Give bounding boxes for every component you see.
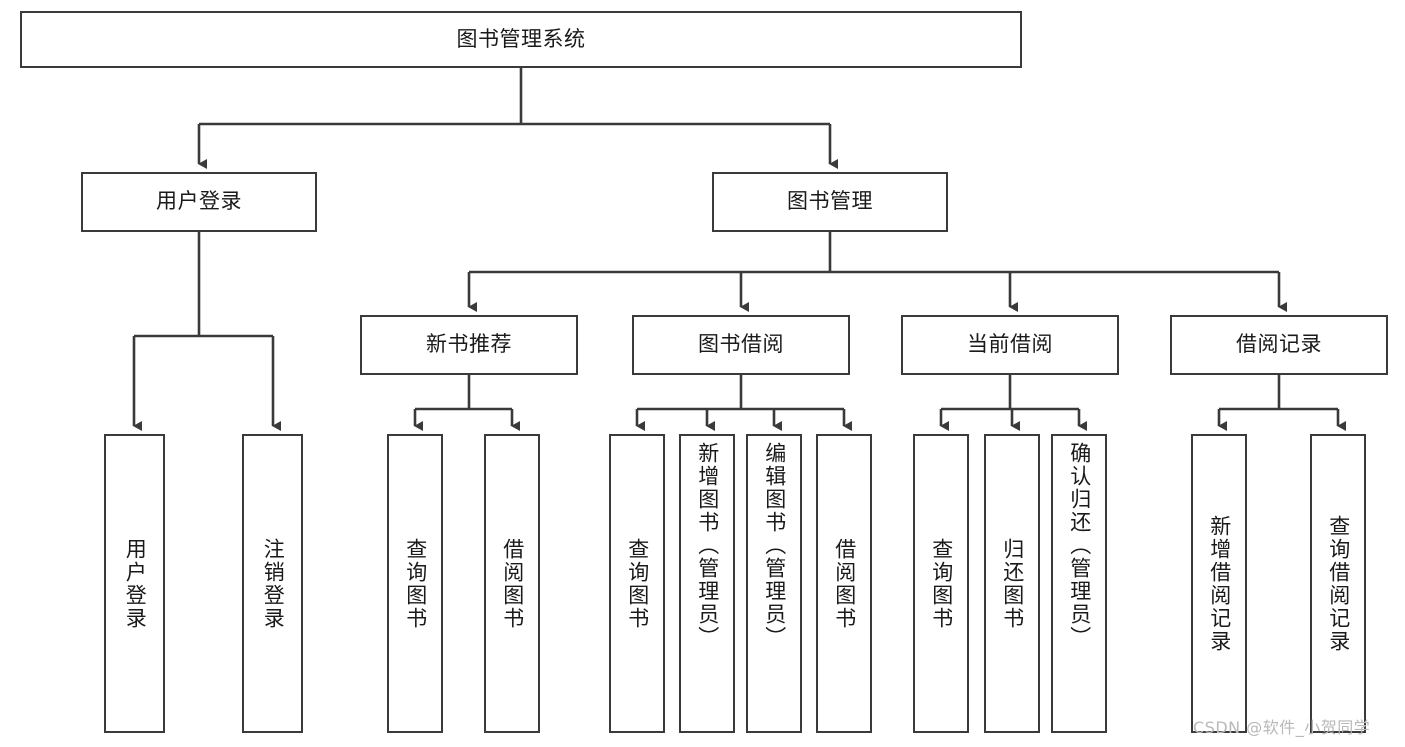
- node-leaf-return-book-label: 归还图书: [1000, 537, 1025, 630]
- node-leaf-query-book-1[interactable]: 查询图书: [387, 434, 443, 733]
- node-leaf-add-record[interactable]: 新增借阅记录: [1191, 434, 1247, 733]
- node-leaf-user-login-label: 用户登录: [123, 537, 148, 630]
- node-leaf-query-book-1-label: 查询图书: [403, 537, 428, 630]
- node-leaf-borrow-book-1[interactable]: 借阅图书: [484, 434, 540, 733]
- node-new-book-rec-label: 新书推荐: [426, 332, 512, 357]
- node-leaf-query-book-3-label: 查询图书: [929, 537, 954, 630]
- node-current-borrow[interactable]: 当前借阅: [901, 315, 1119, 375]
- node-leaf-confirm-return[interactable]: 确认归还（管理员）: [1051, 434, 1107, 733]
- node-leaf-query-record-label: 查询借阅记录: [1326, 514, 1351, 653]
- node-leaf-borrow-book-2-label: 借阅图书: [832, 537, 857, 630]
- node-leaf-borrow-book-2[interactable]: 借阅图书: [816, 434, 872, 733]
- node-book-borrow[interactable]: 图书借阅: [632, 315, 850, 375]
- node-leaf-edit-book[interactable]: 编辑图书（管理员）: [746, 434, 802, 733]
- node-borrow-record-label: 借阅记录: [1236, 332, 1322, 357]
- csdn-watermark: CSDN @软件_小贺同学: [1193, 718, 1371, 737]
- node-leaf-user-login[interactable]: 用户登录: [104, 434, 165, 733]
- node-new-book-rec[interactable]: 新书推荐: [360, 315, 578, 375]
- node-leaf-add-book-label: 新增图书（管理员）: [695, 442, 720, 649]
- node-root[interactable]: 图书管理系统: [20, 11, 1022, 68]
- node-user-login[interactable]: 用户登录: [81, 172, 317, 232]
- node-user-login-label: 用户登录: [156, 189, 242, 214]
- node-current-borrow-label: 当前借阅: [967, 332, 1053, 357]
- node-book-borrow-label: 图书借阅: [698, 332, 784, 357]
- node-leaf-return-book[interactable]: 归还图书: [984, 434, 1040, 733]
- node-borrow-record[interactable]: 借阅记录: [1170, 315, 1388, 375]
- node-book-manage-label: 图书管理: [787, 189, 873, 214]
- node-book-manage[interactable]: 图书管理: [712, 172, 948, 232]
- node-leaf-user-logout-label: 注销登录: [261, 537, 286, 630]
- node-leaf-query-record[interactable]: 查询借阅记录: [1310, 434, 1366, 733]
- node-leaf-edit-book-label: 编辑图书（管理员）: [762, 442, 787, 649]
- node-leaf-borrow-book-1-label: 借阅图书: [500, 537, 525, 630]
- node-leaf-add-record-label: 新增借阅记录: [1207, 514, 1232, 653]
- node-leaf-add-book[interactable]: 新增图书（管理员）: [679, 434, 735, 733]
- node-leaf-query-book-2[interactable]: 查询图书: [609, 434, 665, 733]
- node-root-label: 图书管理系统: [456, 26, 586, 51]
- node-leaf-user-logout[interactable]: 注销登录: [242, 434, 303, 733]
- node-leaf-confirm-return-label: 确认归还（管理员）: [1067, 442, 1092, 649]
- node-leaf-query-book-2-label: 查询图书: [625, 537, 650, 630]
- node-leaf-query-book-3[interactable]: 查询图书: [913, 434, 969, 733]
